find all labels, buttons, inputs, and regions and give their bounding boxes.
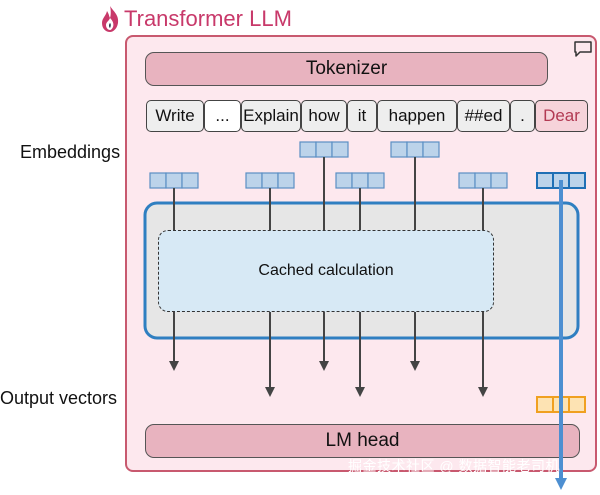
embedding-vector (458, 172, 508, 189)
token: ##ed (457, 100, 510, 132)
token: Explain (241, 100, 301, 132)
embedding-vector (335, 172, 385, 189)
embedding-vector (245, 172, 295, 189)
token: . (510, 100, 535, 132)
output-vectors-label: Output vectors (0, 388, 118, 408)
embeddings-label: Embeddings (20, 142, 121, 162)
token: ... (204, 100, 241, 132)
lm-head-block: LM head (145, 424, 580, 458)
token: it (347, 100, 377, 132)
embedding-vector (149, 172, 199, 189)
token: happen (377, 100, 457, 132)
embedding-vector-new (536, 172, 586, 189)
token-new: Dear (535, 100, 588, 132)
cached-calculation-label: Cached calculation (258, 262, 394, 279)
token: how (301, 100, 347, 132)
output-vector-new (536, 396, 586, 413)
tokenizer-label: Tokenizer (305, 58, 388, 79)
embedding-vector (299, 141, 349, 158)
diagram-title: Transformer LLM (124, 6, 292, 31)
flame-icon (98, 4, 122, 34)
lm-head-label: LM head (325, 430, 400, 451)
token: Write (146, 100, 204, 132)
cached-calculation-box: Cached calculation (158, 230, 494, 312)
speech-bubble-icon (573, 40, 593, 58)
embedding-vector (390, 141, 440, 158)
watermark-text: 掘金技术社区 @ 数据智能老司机 (348, 458, 560, 474)
tokenizer-block: Tokenizer (145, 52, 548, 86)
